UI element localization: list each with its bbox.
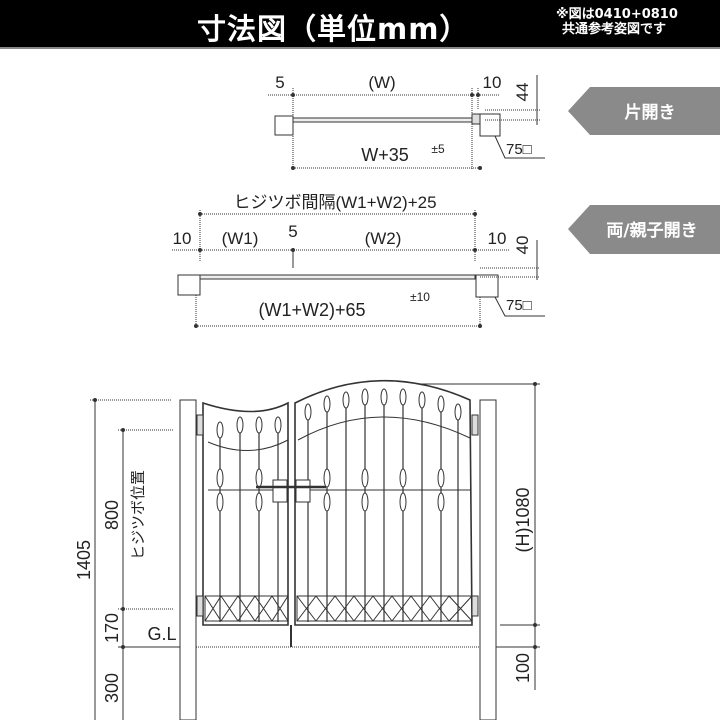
single-overall: W+35 [361,145,409,165]
right-post [479,399,497,720]
header-bar: 寸法図（単位mm） ※図は0410+0810 共通参考姿図です [0,0,720,49]
note-line-2: 共通参考姿図です [562,22,667,37]
double-plan-view: ヒジツボ間隔(W1+W2)+25 10 (W1) 5 (W2) 10 40 (W… [172,193,545,328]
dim-total-height: 1405 [74,540,94,580]
pivot-spacing-label: ヒジツボ間隔(W1+W2)+25 [233,193,436,212]
single-dim-right: 10 [483,73,502,92]
single-plan-view: 5 (W) 10 44 W+35 ±5 75□ [268,73,545,170]
gate-elevation: 1405 800 ヒジツボ位置 170 G.L 300 (H)1080 100 [74,379,540,720]
note-line-1: ※図は0410+0810 [556,7,678,22]
double-dim-depth: 40 [513,236,532,255]
tag-double-swing: 両/親子開き [568,205,720,254]
tag-single-swing: 片開き [568,87,720,135]
single-post-size: 75□ [506,141,532,158]
right-leaf [294,379,473,626]
pivot-position-label: ヒジツボ位置 [130,470,147,560]
double-dim-left: 10 [173,229,192,248]
header-note: ※図は0410+0810 共通参考姿図です [556,7,678,37]
dim-clearance: 170 [102,613,122,643]
tag-double-swing-label: 両/親子開き [606,220,697,241]
dim-pivot-height: 800 [102,500,122,530]
dim-gate-height: (H)1080 [513,487,533,552]
double-post-size: 75□ [506,297,532,314]
left-post [179,399,197,720]
single-dim-width: (W) [368,73,395,92]
single-overall-tolerance: ±5 [431,142,445,156]
double-dim-right: 10 [488,229,507,248]
double-dim-center: 5 [288,222,297,241]
latch-left [272,479,288,503]
single-dim-depth: 44 [513,83,532,102]
latch-right [295,479,311,503]
double-dim-w2: (W2) [365,229,402,248]
dim-embed-depth: 300 [102,673,122,703]
single-dim-left: 5 [275,73,284,92]
left-leaf [202,401,289,626]
ground-level-label: G.L [147,624,176,644]
double-overall: (W1+W2)+65 [258,300,365,320]
tag-single-swing-label: 片開き [625,102,676,123]
page-title: 寸法図（単位mm） [197,12,470,46]
double-overall-tolerance: ±10 [410,290,430,304]
dim-bottom-gap: 100 [513,653,533,683]
double-dim-w1: (W1) [222,229,259,248]
